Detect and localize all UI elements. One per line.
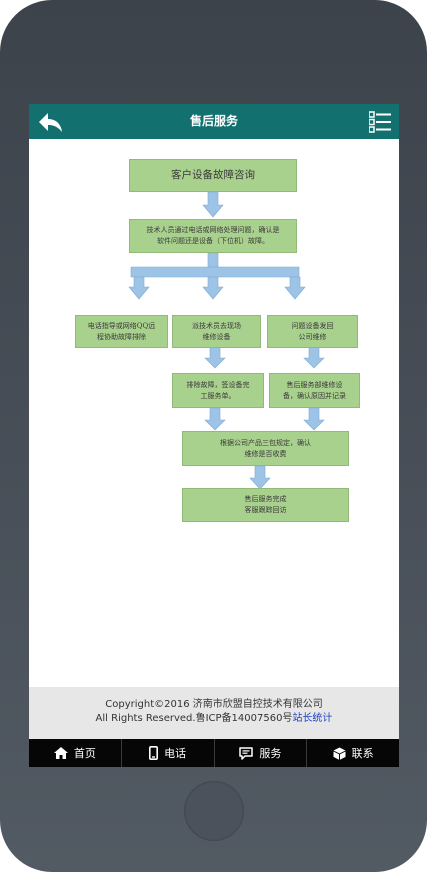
flow-step-fix-line1: 排除故障，签设备完 xyxy=(186,380,250,389)
nav-contact-label: 联系 xyxy=(351,747,374,760)
nav-service[interactable]: 服务 xyxy=(213,739,307,767)
flow-step-onsite-line2: 维修设备 xyxy=(202,332,231,341)
flow-step-remote-line1: 电话指导或网络QQ远 xyxy=(87,321,156,330)
copyright-text: Copyright©2016 济南市欣盟自控技术有限公司 xyxy=(105,699,323,710)
flow-step-consult: 客户设备故障咨询 xyxy=(129,159,297,192)
flow-step-return: 问题设备发回 公司维修 xyxy=(267,315,358,348)
flow-step-repair-line1: 售后服务部维修设 xyxy=(286,380,343,389)
footer: Copyright©2016 济南市欣盟自控技术有限公司 All Rights … xyxy=(29,687,399,739)
back-arrow-icon[interactable] xyxy=(37,111,65,133)
header-bar: 售后服务 xyxy=(29,104,399,139)
nav-phone-label: 电话 xyxy=(164,747,187,760)
flow-step-return-line1: 问题设备发回 xyxy=(291,321,334,330)
flowchart-arrows xyxy=(128,191,325,490)
flow-step-onsite: 派技术员去现场 维修设备 xyxy=(172,315,261,348)
rights-text: All Rights Reserved.鲁ICP备14007560号 xyxy=(95,713,293,724)
flow-step-consult-text: 客户设备故障咨询 xyxy=(171,169,255,182)
list-menu-icon[interactable] xyxy=(368,111,391,133)
flow-step-fee: 根据公司产品三包规定，确认 维修是否收费 xyxy=(182,431,349,466)
flow-step-done-line2: 客服跟踪回访 xyxy=(244,506,287,514)
nav-home-label: 首页 xyxy=(73,747,96,760)
cube-icon xyxy=(333,747,346,760)
flow-step-diagnose: 技术人员通过电话或网络处理问题，确认是 软件问题还是设备（下位机）故障。 xyxy=(129,219,297,253)
flow-step-repair-line2: 备，确认原因并记录 xyxy=(283,391,346,400)
flow-step-fix-line2: 工服务单。 xyxy=(200,391,236,400)
flowchart-area: 客户设备故障咨询 技术人员通过电话或网络处理问题，确认是 软件问题还是设备（下位… xyxy=(29,139,399,687)
home-icon xyxy=(53,747,68,759)
flow-step-remote: 电话指导或网络QQ远 程协助故障排除 xyxy=(75,315,168,348)
flow-step-done: 售后服务完成 客服跟踪回访 xyxy=(182,488,349,522)
flow-step-fix: 排除故障，签设备完 工服务单。 xyxy=(172,373,264,408)
flow-step-onsite-line1: 派技术员去现场 xyxy=(192,321,241,330)
phone-home-button[interactable] xyxy=(184,781,244,841)
bottom-nav: 首页 电话 服务 xyxy=(29,739,399,767)
flow-step-remote-line2: 程协助故障排除 xyxy=(96,332,146,341)
rights-line: All Rights Reserved.鲁ICP备14007560号站长统计 xyxy=(29,709,399,724)
flow-step-fee-line1: 根据公司产品三包规定，确认 xyxy=(220,438,311,447)
flow-step-diagnose-line1: 技术人员通过电话或网络处理问题，确认是 xyxy=(146,226,280,235)
nav-contact[interactable]: 联系 xyxy=(306,739,399,767)
chat-bubble-icon xyxy=(239,746,254,760)
nav-service-label: 服务 xyxy=(259,747,282,760)
page-title: 售后服务 xyxy=(189,114,238,128)
site-stats-link[interactable]: 站长统计 xyxy=(292,713,333,724)
flow-step-diagnose-line2: 软件问题还是设备（下位机）故障。 xyxy=(157,237,269,245)
nav-phone[interactable]: 电话 xyxy=(120,739,214,767)
nav-home[interactable]: 首页 xyxy=(29,739,121,767)
flow-step-repair: 售后服务部维修设 备，确认原因并记录 xyxy=(269,373,360,408)
flow-step-done-line1: 售后服务完成 xyxy=(244,495,287,504)
flow-step-return-line2: 公司维修 xyxy=(298,332,327,341)
screen: 售后服务 xyxy=(29,104,399,767)
mobile-phone-icon xyxy=(149,746,159,760)
flow-step-fee-line2: 维修是否收费 xyxy=(244,449,287,458)
